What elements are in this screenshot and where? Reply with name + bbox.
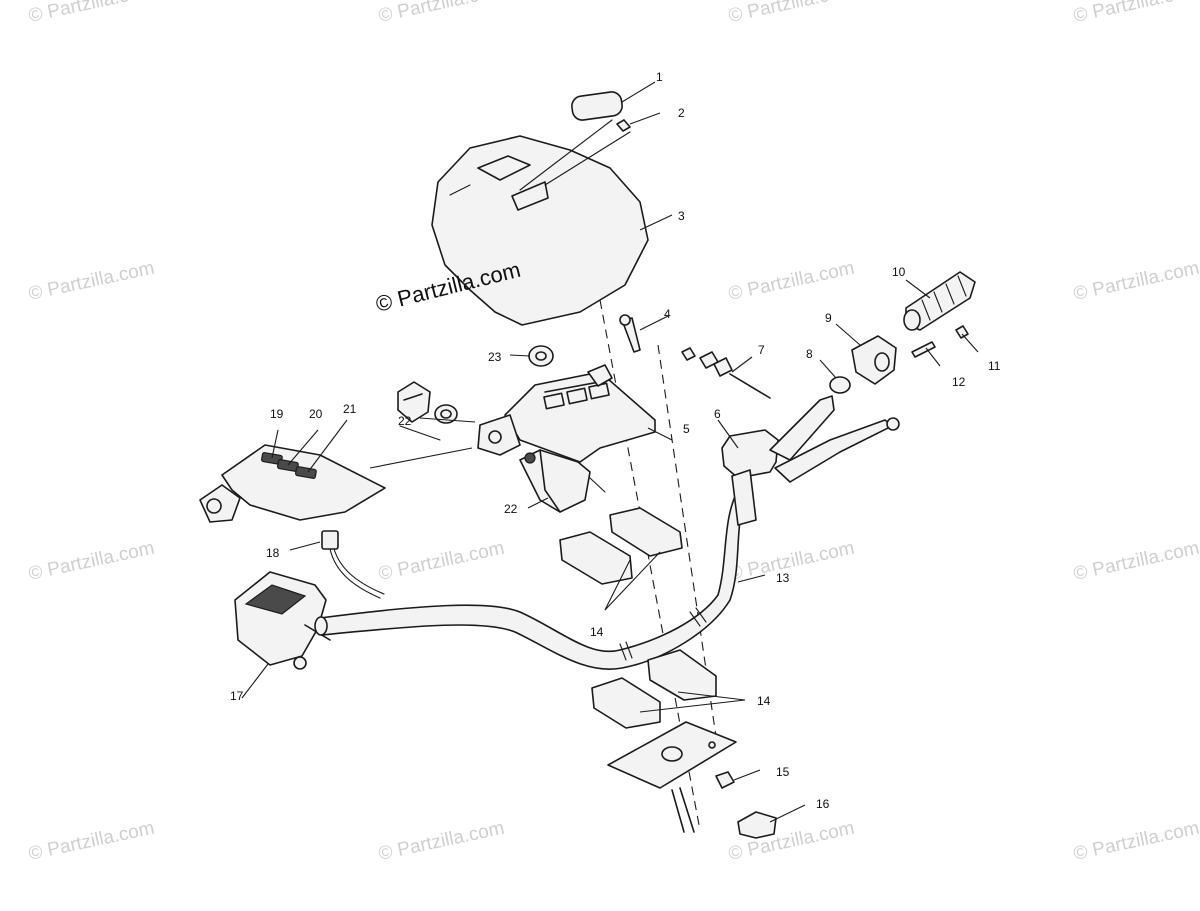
watermark: © Partzilla.com xyxy=(727,0,857,27)
watermark: © Partzilla.com xyxy=(377,0,507,27)
part-7-cable-adjuster[interactable] xyxy=(681,347,771,399)
callout-14[interactable]: 14 xyxy=(590,625,604,639)
part-14-clamp-upper[interactable] xyxy=(559,507,683,585)
part-22-switch-body[interactable] xyxy=(519,449,606,513)
watermark: © Partzilla.com xyxy=(1072,538,1200,585)
callout-11[interactable]: 11 xyxy=(988,359,1001,373)
part-14-clamp-lower[interactable] xyxy=(591,649,717,729)
leader-lines xyxy=(241,81,979,823)
part-18-connector[interactable] xyxy=(321,530,385,599)
watermark: © Partzilla.com xyxy=(377,818,507,865)
watermark: © Partzilla.com xyxy=(1072,0,1200,27)
part-16-cable-clip[interactable] xyxy=(737,811,777,839)
callout-16[interactable]: 16 xyxy=(816,797,830,811)
callout-5[interactable]: 5 xyxy=(683,422,690,436)
part-17-left-control-housing[interactable] xyxy=(234,571,331,670)
part-15-nut[interactable] xyxy=(715,771,735,789)
callout-18[interactable]: 18 xyxy=(266,546,280,560)
callout-3[interactable]: 3 xyxy=(678,209,685,223)
watermark: © Partzilla.com xyxy=(27,0,157,27)
watermark: © Partzilla.com xyxy=(377,538,507,585)
watermark: © Partzilla.com xyxy=(1072,258,1200,305)
part-9-throttle-housing[interactable] xyxy=(851,335,897,385)
callout-22[interactable]: 22 xyxy=(504,502,518,516)
callout-15[interactable]: 15 xyxy=(776,765,790,779)
part-22-ignition-switch[interactable] xyxy=(397,381,458,441)
callout-4[interactable]: 4 xyxy=(664,307,671,321)
part-10-hand-grip[interactable] xyxy=(903,271,976,331)
callout-19[interactable]: 19 xyxy=(270,407,284,421)
callout-20[interactable]: 20 xyxy=(309,407,323,421)
callout-10[interactable]: 10 xyxy=(892,265,906,279)
callout-1[interactable]: 1 xyxy=(656,70,663,84)
callout-23[interactable]: 23 xyxy=(488,350,502,364)
watermark: © Partzilla.com xyxy=(1072,818,1200,865)
callout-6[interactable]: 6 xyxy=(714,407,721,421)
callout-14[interactable]: 14 xyxy=(757,694,771,708)
part-2-screw[interactable] xyxy=(616,119,631,132)
part-12-set-screw[interactable] xyxy=(911,341,936,358)
watermark: © Partzilla.com xyxy=(27,818,157,865)
part-4-bolt[interactable] xyxy=(619,314,641,353)
callout-8[interactable]: 8 xyxy=(806,347,813,361)
part-1-pad[interactable] xyxy=(571,91,624,122)
callout-9[interactable]: 9 xyxy=(825,311,832,325)
clamp-base-plate[interactable] xyxy=(607,721,737,833)
callout-12[interactable]: 12 xyxy=(952,375,966,389)
part-19-21-switch-panel[interactable] xyxy=(199,444,386,523)
callout-13[interactable]: 13 xyxy=(776,571,790,585)
watermark: © Partzilla.com xyxy=(27,258,157,305)
watermark: © Partzilla.com xyxy=(27,538,157,585)
part-11-screw[interactable] xyxy=(955,325,969,339)
callout-22[interactable]: 22 xyxy=(398,414,412,428)
callout-17[interactable]: 17 xyxy=(230,689,244,703)
part-23-grommet[interactable] xyxy=(528,345,554,367)
callout-2[interactable]: 2 xyxy=(678,106,685,120)
callout-labels: 1 2 3 4 5 6 7 8 9 10 11 12 13 14 14 15 1… xyxy=(230,70,1001,811)
callout-7[interactable]: 7 xyxy=(758,343,765,357)
callout-21[interactable]: 21 xyxy=(343,402,357,416)
watermark: © Partzilla.com xyxy=(727,258,857,305)
part-6-brake-master-cylinder[interactable] xyxy=(721,395,900,526)
part-5-mount-bracket[interactable] xyxy=(477,364,656,463)
part-3-pod-cover[interactable] xyxy=(431,119,649,326)
part-8-spacer[interactable] xyxy=(829,376,851,394)
watermark: © Partzilla.com xyxy=(727,538,857,585)
bolt-axis-line xyxy=(657,344,719,751)
